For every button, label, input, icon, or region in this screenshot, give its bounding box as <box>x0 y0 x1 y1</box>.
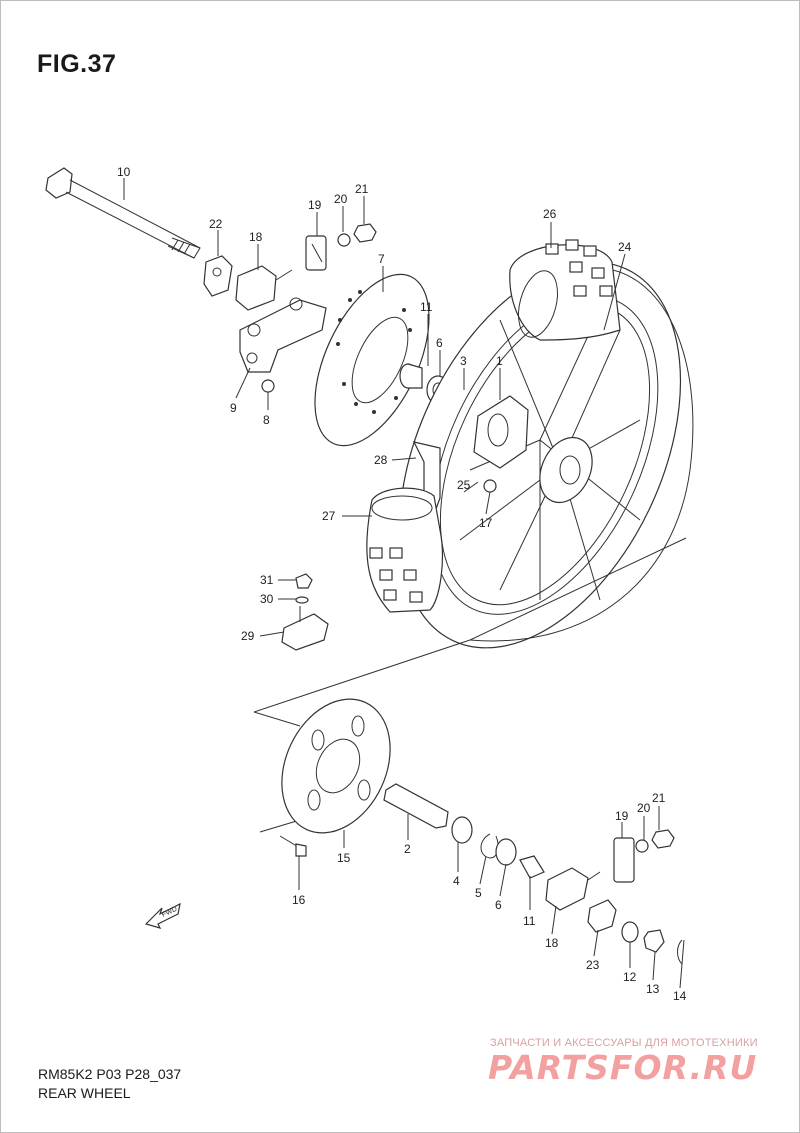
wheel-spacer-right <box>519 855 545 879</box>
callout-20: 20 <box>334 192 348 206</box>
chain-adjuster-right <box>587 899 617 933</box>
callout-19: 19 <box>308 198 322 212</box>
callout-25: 25 <box>457 478 471 492</box>
axle-washer <box>621 921 639 943</box>
callout-3: 3 <box>460 354 467 368</box>
spoke-nipple <box>483 479 497 493</box>
model-code: RM85K2 P03 P28_037 <box>38 1066 182 1082</box>
rim-lock-nut <box>295 573 313 589</box>
oil-seal <box>495 838 517 866</box>
callout-11-top: 11 <box>420 300 433 314</box>
callout-15: 15 <box>337 851 351 865</box>
callout-19-bottom: 19 <box>615 809 629 823</box>
chain-puller-right <box>545 867 589 911</box>
callout-11-bottom: 11 <box>523 914 536 928</box>
callout-2: 2 <box>404 842 411 856</box>
callout-23: 23 <box>586 958 600 972</box>
callout-4: 4 <box>453 874 460 888</box>
watermark-logo: PARTSFOR.RU <box>488 1048 758 1087</box>
callout-18: 18 <box>249 230 263 244</box>
callout-21: 21 <box>355 182 369 196</box>
callout-6-top: 6 <box>436 336 443 350</box>
callout-16: 16 <box>292 893 306 907</box>
caliper-bracket <box>239 297 327 373</box>
cotter-pin <box>677 939 685 966</box>
callout-8: 8 <box>263 413 270 427</box>
callout-27: 27 <box>322 509 336 523</box>
fwd-arrow-icon: FWD <box>144 902 181 929</box>
tire-section-bottom <box>366 487 443 613</box>
callout-22: 22 <box>209 217 223 231</box>
watermark-tagline: ЗАПЧАСТИ И АКСЕССУАРЫ ДЛЯ МОТОТЕХНИКИ <box>490 1037 758 1049</box>
callout-21-bottom: 21 <box>652 791 666 805</box>
rear-wheel-assembly <box>398 261 694 649</box>
nut-top <box>353 223 377 243</box>
chain-puller-left <box>235 265 293 311</box>
rear-sprocket <box>281 698 391 834</box>
callout-20-bottom: 20 <box>637 801 651 815</box>
section-name: REAR WHEEL <box>38 1085 131 1101</box>
callout-12: 12 <box>623 970 637 984</box>
callout-18-bottom: 18 <box>545 936 559 950</box>
hub-spacer-left <box>399 363 423 389</box>
figure-title: FIG.37 <box>37 50 117 78</box>
wheel-hub <box>473 395 529 469</box>
callout-9: 9 <box>230 401 237 415</box>
caliper-bolt <box>261 379 275 393</box>
bearing-right <box>451 816 473 844</box>
callout-6-bottom: 6 <box>495 898 502 912</box>
callout-26: 26 <box>543 207 557 221</box>
circlip <box>480 833 499 859</box>
callout-31: 31 <box>260 573 274 587</box>
callout-14: 14 <box>673 989 687 1003</box>
rim-lock <box>281 613 329 651</box>
callout-7: 7 <box>378 252 385 266</box>
axle-nut <box>643 929 665 953</box>
washer-top <box>337 233 351 247</box>
callout-24: 24 <box>618 240 632 254</box>
rim-lock-washer <box>295 596 309 604</box>
chain-adjuster-left <box>203 255 233 297</box>
callout-5: 5 <box>475 886 482 900</box>
callout-1: 1 <box>496 354 503 368</box>
callout-29: 29 <box>241 629 255 643</box>
sprocket-bolt <box>279 835 307 857</box>
callout-13: 13 <box>646 982 660 996</box>
hub-spacer-right <box>383 783 449 829</box>
callout-30: 30 <box>260 592 274 606</box>
tire-section-top <box>509 239 621 341</box>
axle-bolt <box>45 167 201 259</box>
nut-right <box>651 829 675 849</box>
callout-28: 28 <box>374 453 388 467</box>
callout-17: 17 <box>479 516 493 530</box>
callout-10: 10 <box>117 165 131 179</box>
chain-slide-pad-right <box>613 837 635 883</box>
washer-right <box>635 839 649 853</box>
chain-slide-pad <box>305 235 327 271</box>
